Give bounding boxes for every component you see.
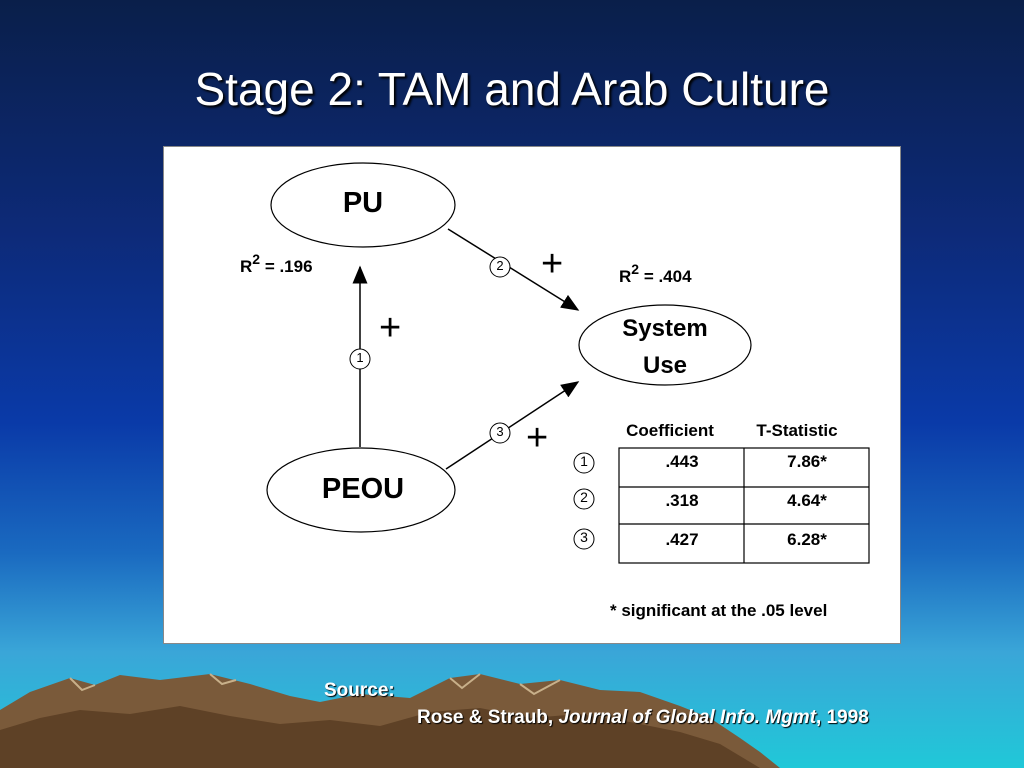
plus-sign-1: + xyxy=(379,307,402,349)
table-circle-3 xyxy=(573,528,595,550)
table-cell-coefficient-1: .443 xyxy=(665,452,699,471)
path-circle-2 xyxy=(489,256,511,278)
r2-pu-prefix: R xyxy=(240,257,253,276)
table-cell-coefficient-3: .427 xyxy=(665,530,699,549)
table-row-number-3: 3 xyxy=(580,529,588,545)
path-number-2: 2 xyxy=(496,258,504,273)
arrow-pu-to-system-use xyxy=(447,228,580,311)
table-circle-2 xyxy=(573,488,595,510)
system-use-label-line1: System xyxy=(622,315,708,342)
arrow-peou-to-system-use xyxy=(445,381,580,470)
system-use-node xyxy=(578,304,752,386)
table-cell-coefficient-2: .318 xyxy=(665,491,699,510)
r2-su-prefix: R xyxy=(619,267,632,286)
table-circle-1 xyxy=(573,452,595,474)
peou-node xyxy=(266,447,456,533)
plus-sign-3: + xyxy=(526,417,549,459)
mountains-decoration xyxy=(0,673,780,768)
table-cell-tstat-1: 7.86* xyxy=(787,452,827,471)
slide-title: Stage 2: TAM and Arab Culture xyxy=(194,63,830,115)
r2-pu-value: = .196 xyxy=(264,257,313,276)
table-row-number-2: 2 xyxy=(580,489,588,505)
path-number-3: 3 xyxy=(496,424,504,439)
table-cell-tstat-2: 4.64* xyxy=(787,491,827,510)
path-circle-3 xyxy=(489,422,511,444)
table-header-coefficient: Coefficient xyxy=(626,421,714,440)
source-year: , 1998 xyxy=(816,707,869,728)
path-circle-1 xyxy=(349,348,371,370)
plus-sign-2: + xyxy=(541,243,564,285)
source-journal: Journal of Global Info. Mgmt xyxy=(558,707,817,728)
system-use-label-line2: Use xyxy=(642,352,688,379)
r2-pu-sup: 2 xyxy=(252,251,261,267)
table-cell-tstat-3: 6.28* xyxy=(787,530,827,549)
table-footnote: * significant at the .05 level xyxy=(610,601,828,620)
diagram-canvas xyxy=(266,162,870,564)
source-label: Source: xyxy=(324,680,395,701)
table-header-t-statistic: T-Statistic xyxy=(756,421,838,440)
r2-system-use: R2 = .404 xyxy=(619,261,692,287)
r2-su-value: = .404 xyxy=(643,267,692,286)
path-number-1: 1 xyxy=(356,350,364,365)
table-row-number-1: 1 xyxy=(580,453,588,469)
source-authors: Rose & Straub, xyxy=(417,707,559,728)
source-citation: Rose & Straub, Journal of Global Info. M… xyxy=(417,707,869,729)
r2-pu: R2 = .196 xyxy=(240,251,313,277)
diagram-panel: PU System Use PEOU R2 = .196 R2 = .404 1… xyxy=(163,146,901,644)
peou-label: PEOU xyxy=(321,473,405,505)
pu-node xyxy=(270,162,456,248)
r2-su-sup: 2 xyxy=(631,261,640,277)
pu-label: PU xyxy=(342,187,384,219)
